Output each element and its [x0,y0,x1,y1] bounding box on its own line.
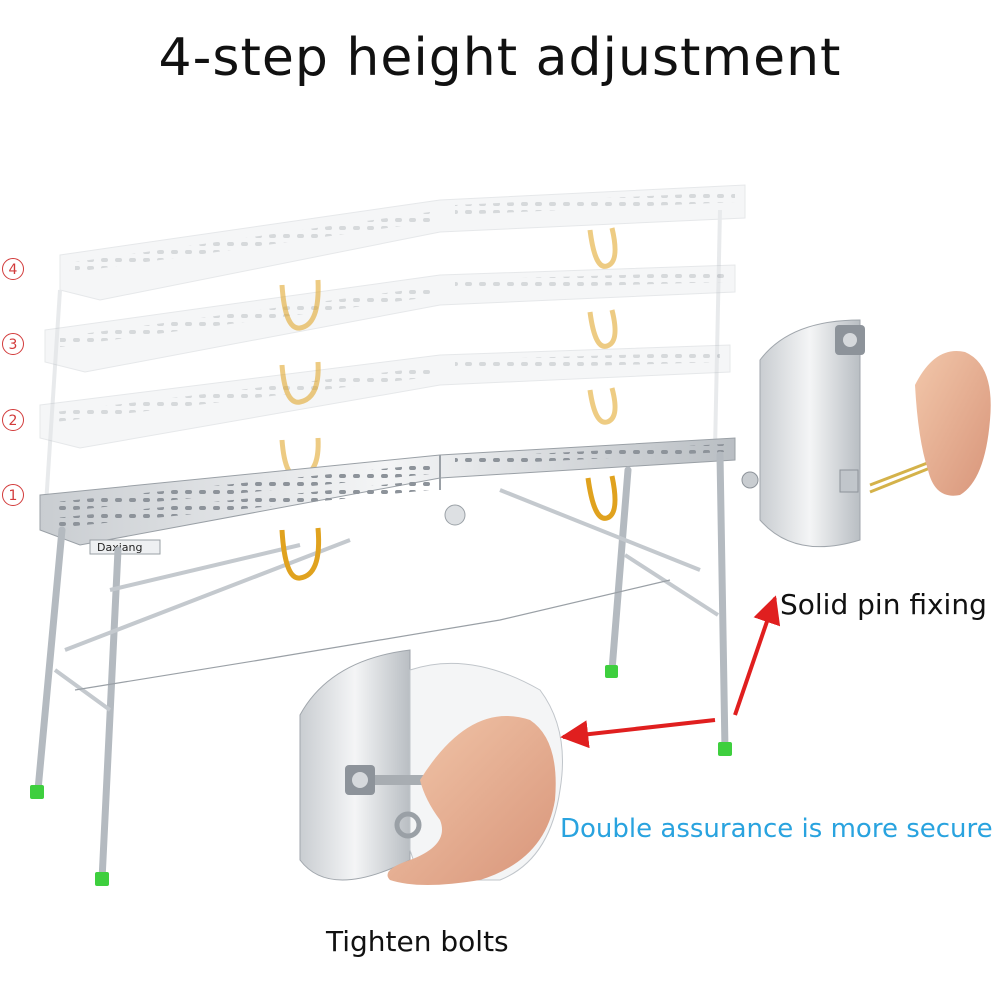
step-marker-1: 1 [2,484,24,506]
bolts-caption: Tighten bolts [326,925,509,958]
green-feet [30,665,732,886]
double-assurance-caption: Double assurance is more secure [560,814,993,844]
ghost-platform-4 [43,184,746,521]
page-title: 4-step height adjustment [158,28,842,88]
arrow-to-bolts [560,718,716,749]
step-marker-2: 2 [2,409,24,431]
scaffold-legs [34,451,729,884]
pin-caption: Solid pin fixing [780,588,987,621]
step-marker-3: 3 [2,333,24,355]
ghost-platform-3 [44,264,736,373]
pin-detail-inset [741,319,991,548]
ghost-platform-2 [39,344,731,449]
bolt-detail-inset [299,649,563,885]
arrow-to-pin [733,595,781,716]
main-platform: Daxiang [39,437,736,555]
hand-icon [915,350,991,496]
step-marker-4: 4 [2,258,24,280]
hand-icon-2 [387,716,556,885]
